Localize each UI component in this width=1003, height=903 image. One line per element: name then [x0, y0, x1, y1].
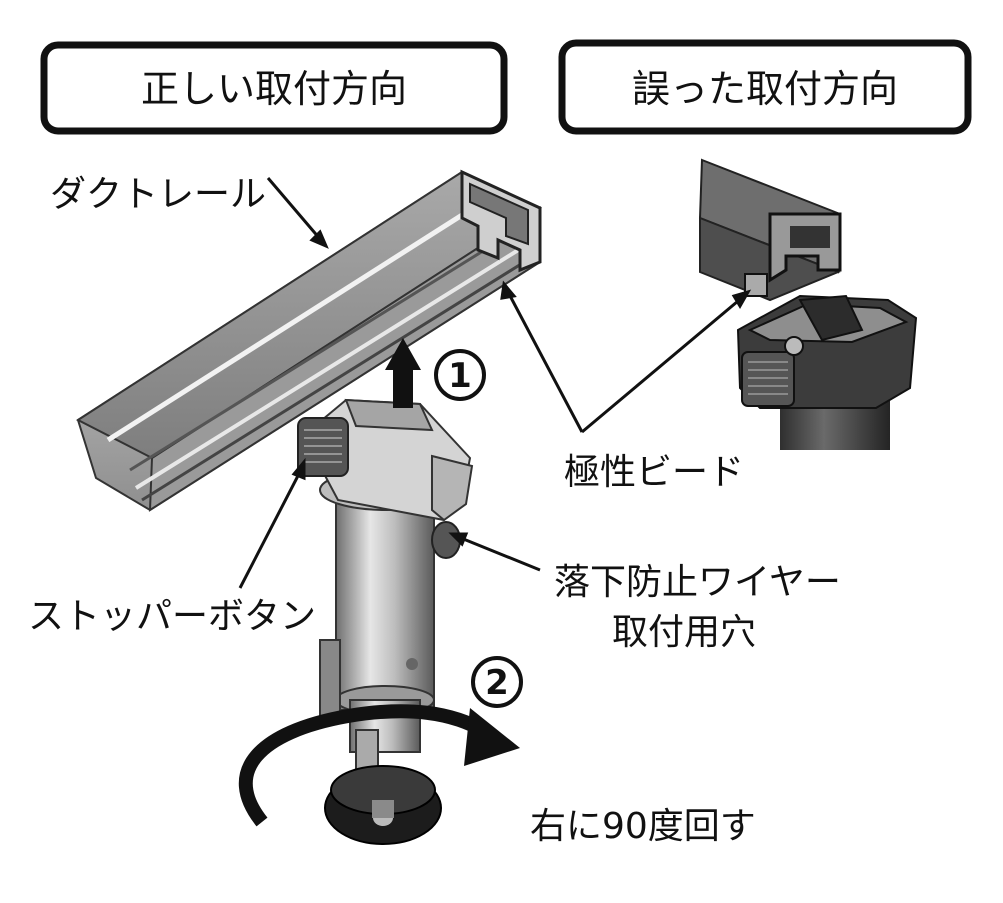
rotation-arrow — [238, 704, 520, 827]
label-polarity-bead: 極性ビード — [564, 452, 744, 493]
duct-rail-illustration — [76, 169, 543, 512]
leader-lines — [238, 177, 752, 589]
label-fall-wire-line1: 落下防止ワイヤー — [554, 562, 841, 603]
label-duct-rail: ダクトレール — [50, 174, 266, 215]
wrong-rail-illustration — [698, 158, 842, 302]
step-2-badge: 2 — [471, 656, 523, 708]
header-wrong: 誤った取付方向 — [558, 39, 972, 135]
leader-polarity-left — [506, 291, 584, 433]
step-1-badge: 1 — [434, 349, 486, 401]
step-2-number: 2 — [485, 663, 509, 703]
header-correct: 正しい取付方向 — [40, 41, 508, 135]
step-1-arrow — [385, 338, 421, 408]
correct-adapter-illustration — [297, 398, 474, 845]
step-1-number: 1 — [448, 356, 472, 396]
label-rotate: 右に90度回す — [530, 806, 756, 847]
wrong-adapter-illustration — [736, 294, 918, 450]
leader-fall-wire — [455, 534, 541, 572]
header-correct-label: 正しい取付方向 — [141, 67, 407, 111]
leader-polarity-right — [581, 294, 745, 434]
label-stopper-button: ストッパーボタン — [28, 596, 316, 637]
header-wrong-label: 誤った取付方向 — [632, 67, 898, 111]
leader-stopper — [238, 467, 304, 589]
label-fall-wire-line2: 取付用穴 — [612, 612, 756, 653]
